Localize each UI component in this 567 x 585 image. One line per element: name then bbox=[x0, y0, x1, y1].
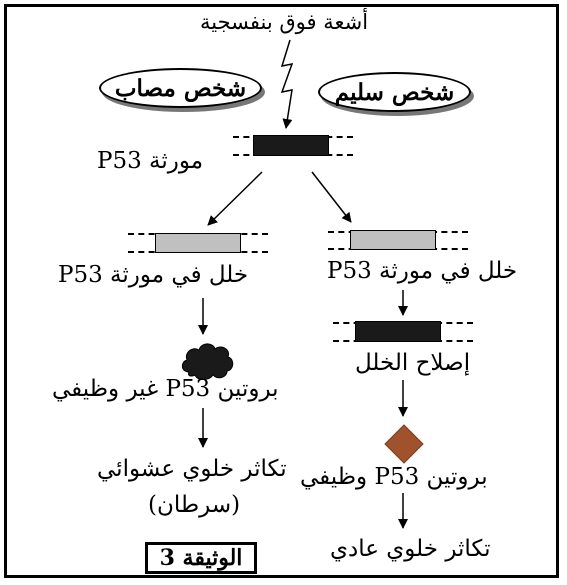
functional-protein-icon bbox=[384, 424, 424, 464]
right-defect-label: خلل في مورثة P53 bbox=[327, 258, 518, 284]
right-damaged-gene-segment bbox=[350, 230, 436, 250]
top-gene-segment bbox=[253, 135, 329, 156]
diagram-frame bbox=[4, 4, 559, 578]
repair-label: إصلاح الخلل bbox=[355, 350, 471, 376]
left-defect-label: خلل في مورثة P53 bbox=[58, 262, 249, 288]
healthy-person-badge: شخص سليم bbox=[318, 72, 471, 112]
uv-ray-arrow bbox=[280, 39, 294, 129]
arrow-gene-to-right bbox=[311, 171, 352, 223]
right-proliferation-label: تكاثر خلوي عادي bbox=[330, 536, 491, 562]
left-proliferation-label: تكاثر خلوي عشوائي bbox=[97, 456, 287, 482]
cancer-label: (سرطان) bbox=[148, 492, 241, 518]
affected-person-badge: شخص مصاب bbox=[99, 68, 262, 108]
nonfunctional-protein-icon bbox=[181, 343, 234, 380]
right-protein-label: بروتين P53 وظيفي bbox=[300, 464, 488, 490]
left-protein-label: بروتين P53 غير وظيفي bbox=[52, 376, 279, 402]
repaired-gene-segment bbox=[355, 321, 441, 342]
left-damaged-gene-segment bbox=[155, 233, 241, 253]
document-label: الوثيقة 3 bbox=[145, 542, 257, 574]
uv-label: أشعة فوق بنفسجية bbox=[200, 10, 369, 34]
arrow-gene-to-left bbox=[207, 171, 263, 226]
gene-label: مورثة P53 bbox=[97, 148, 204, 174]
